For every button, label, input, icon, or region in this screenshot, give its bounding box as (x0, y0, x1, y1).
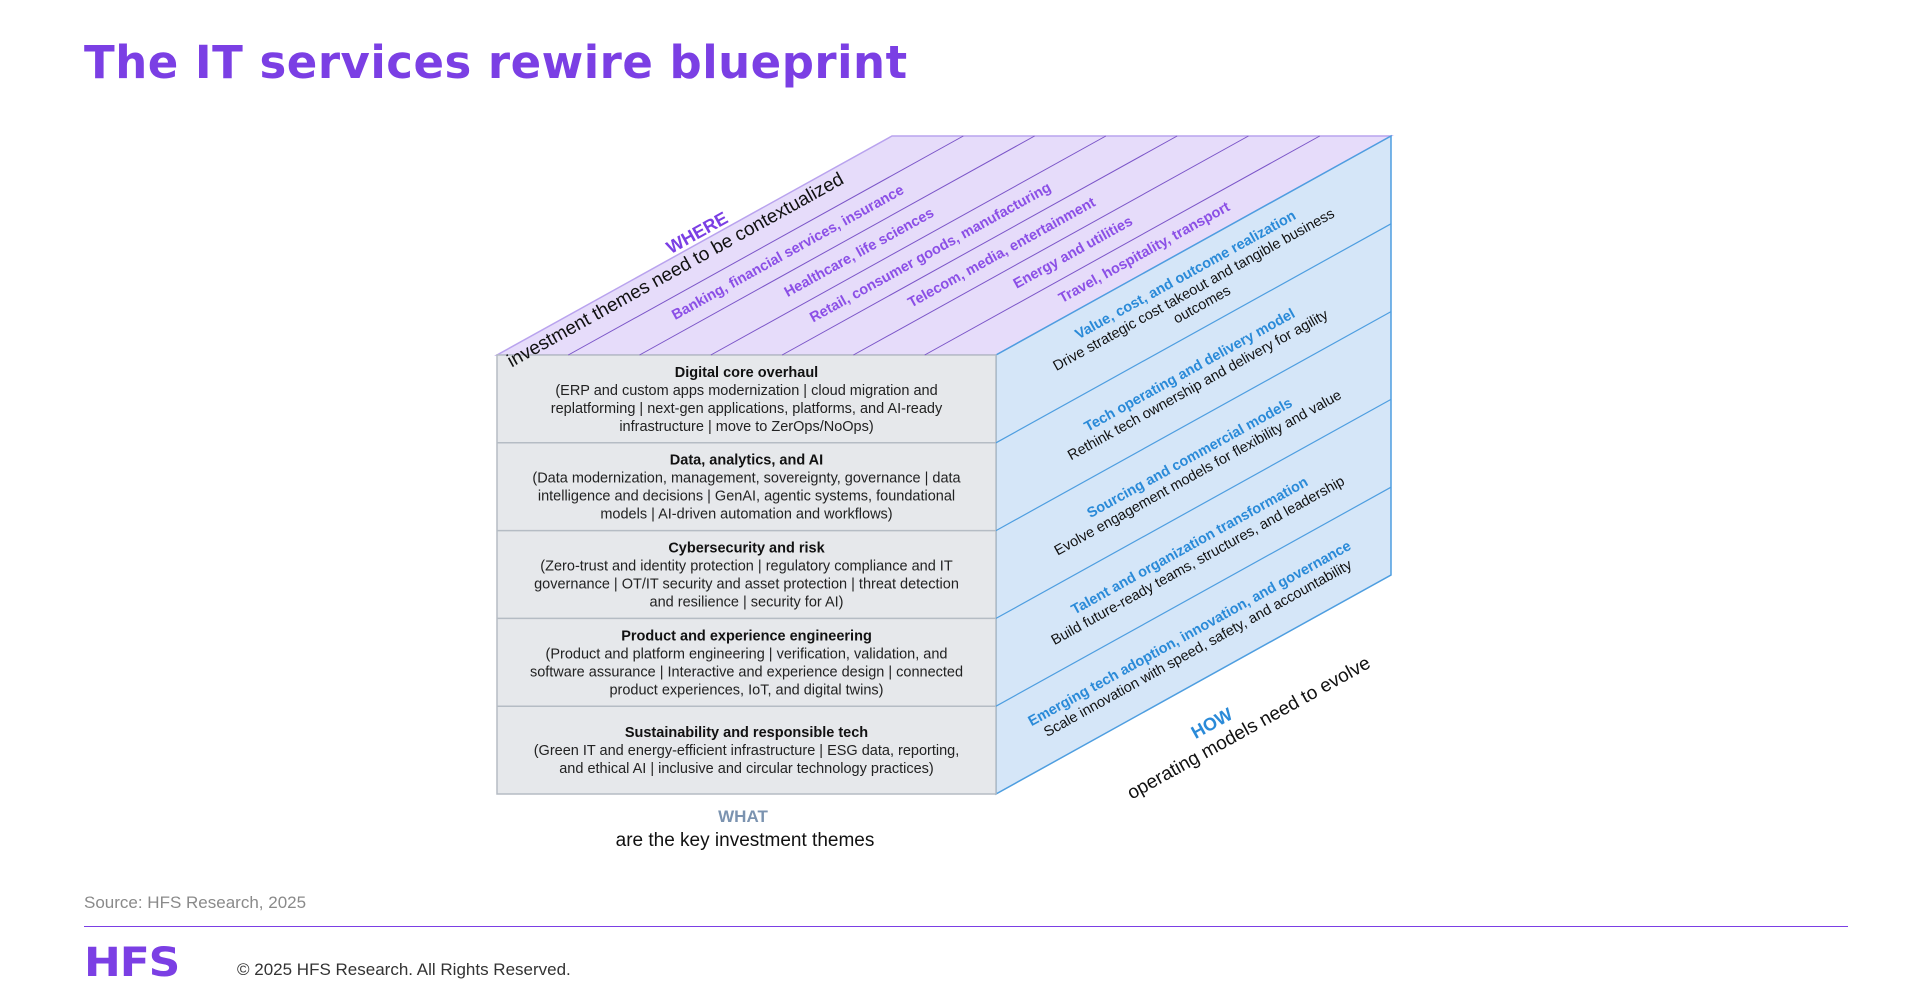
industry-divider (568, 135, 964, 356)
page-title: The IT services rewire blueprint (84, 36, 908, 89)
hfs-logo: HFS (84, 943, 200, 983)
theme-description-line: models | AI-driven automation and workfl… (600, 507, 892, 523)
theme-title: Data, analytics, and AI (670, 453, 823, 469)
model-divider (995, 398, 1392, 619)
industry-divider (924, 135, 1320, 356)
theme-description-line: (Data modernization, management, soverei… (532, 471, 961, 487)
logo-text: HFS (84, 940, 180, 986)
theme-title: Sustainability and responsible tech (625, 725, 868, 741)
what-heading: WHAT (718, 807, 768, 826)
theme-description-line: (ERP and custom apps modernization | clo… (555, 383, 937, 399)
theme-cell: Digital core overhaul (ERP and custom app… (551, 365, 943, 435)
industry-divider (781, 135, 1178, 356)
model-divider (995, 486, 1392, 707)
what-label: WHAT are the key investment themes (616, 807, 875, 851)
theme-cell: Data, analytics, and AI (Data modernizati… (532, 453, 961, 523)
theme-description-line: and ethical AI | inclusive and circular … (559, 761, 934, 777)
blueprint-cube-diagram: Digital core overhaul (ERP and custom app… (494, 134, 1394, 851)
model-divider (995, 223, 1392, 444)
industry-divider (639, 135, 1035, 356)
model-divider (995, 311, 1392, 532)
theme-description-line: infrastructure | move to ZerOps/NoOps) (619, 419, 873, 435)
copyright-text: © 2025 HFS Research. All Rights Reserved… (237, 960, 571, 979)
theme-description-line: software assurance | Interactive and exp… (530, 664, 963, 680)
theme-description-line: (Green IT and energy-efficient infrastru… (534, 743, 960, 759)
theme-description-line: (Product and platform engineering | veri… (546, 646, 948, 662)
theme-cell: Sustainability and responsible tech (Gree… (534, 725, 960, 777)
theme-description-line: intelligence and decisions | GenAI, agen… (538, 489, 955, 505)
theme-description-line: (Zero-trust and identity protection | re… (540, 559, 953, 575)
source-note: Source: HFS Research, 2025 (84, 893, 307, 912)
industry-divider (710, 135, 1107, 356)
theme-cell: Cybersecurity and risk (Zero-trust and id… (534, 541, 959, 611)
industry-divider (853, 135, 1249, 356)
front-face (496, 354, 997, 795)
theme-title: Digital core overhaul (675, 365, 818, 381)
what-subtitle: are the key investment themes (616, 830, 875, 851)
theme-description-line: product experiences, IoT, and digital tw… (609, 682, 883, 698)
theme-title: Cybersecurity and risk (668, 541, 825, 557)
theme-description-line: governance | OT/IT security and asset pr… (534, 577, 959, 593)
theme-title: Product and experience engineering (621, 628, 872, 644)
theme-cell: Product and experience engineering (Produ… (530, 628, 963, 698)
theme-description-line: and resilience | security for AI) (650, 595, 844, 611)
theme-description-line: replatforming | next-gen applications, p… (551, 401, 943, 417)
footer-divider (84, 926, 1848, 927)
